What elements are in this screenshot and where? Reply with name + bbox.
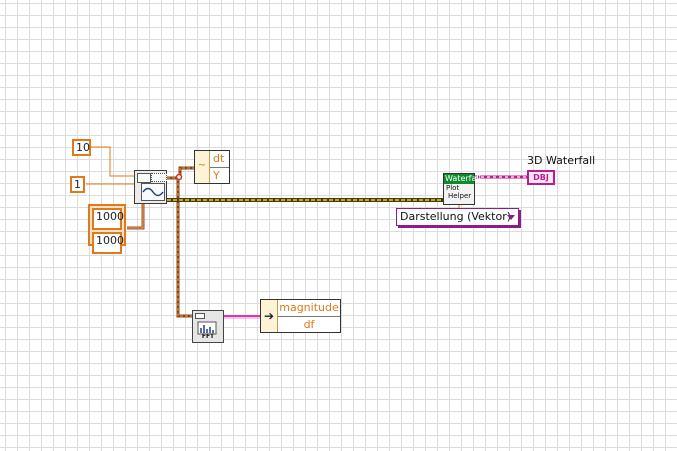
array-cell-1[interactable]: 1000 — [92, 208, 124, 230]
wire-freq[interactable] — [90, 146, 135, 177]
field-dt: dt — [213, 152, 225, 166]
ring-selected-value: Darstellung (Vektor) — [400, 210, 512, 223]
fft-panel — [195, 313, 205, 319]
field-df: df — [278, 315, 340, 333]
3d-waterfall-label: 3D Waterfall — [527, 154, 596, 167]
coercion-dot — [175, 173, 183, 181]
fft-label: FFT — [201, 333, 215, 340]
array-constant[interactable]: 1000 1000 — [88, 204, 126, 254]
sine-wave-icon — [142, 187, 164, 197]
fft-spectrum-icon[interactable]: FFT — [192, 310, 224, 343]
freq-constant[interactable]: 10 — [72, 139, 91, 156]
cluster-wire-top[interactable] — [167, 166, 194, 180]
waveform-display — [141, 183, 165, 201]
waveform-cluster-dt-y[interactable]: ~ dt Y — [194, 150, 230, 184]
waveform-wire-icon: ~ — [195, 151, 210, 183]
waterfall-plot-helper[interactable]: Waterfall Plot Helper — [443, 173, 481, 205]
3d-waterfall-refnum[interactable]: DBJ — [527, 170, 555, 185]
magnitude-wire[interactable] — [224, 315, 260, 319]
waterfall-line2: Helper — [448, 192, 472, 200]
waveform-panel — [137, 173, 151, 183]
field-y: Y — [210, 166, 229, 184]
fft-result-cluster[interactable]: ➔ magnitude df — [260, 299, 341, 333]
spectrum-icon — [197, 321, 217, 335]
waterfall-line1: Plot — [446, 184, 460, 192]
field-magnitude: magnitude — [279, 301, 339, 315]
waveform-generator-icon[interactable] — [134, 170, 167, 204]
int-wires — [86, 146, 135, 185]
darstellung-ring[interactable]: Darstellung (Vektor) — [396, 208, 519, 226]
cluster-wire-fft[interactable] — [176, 178, 192, 318]
amp-constant[interactable]: 1 — [70, 176, 85, 193]
arrow-right-icon: ➔ — [261, 300, 278, 332]
array-cell-2[interactable]: 1000 — [92, 232, 124, 254]
waveform-dots — [151, 173, 167, 182]
dropdown-arrow-icon[interactable] — [507, 215, 515, 220]
array-wire[interactable] — [127, 204, 145, 230]
waterfall-header: Waterfall — [444, 174, 481, 184]
